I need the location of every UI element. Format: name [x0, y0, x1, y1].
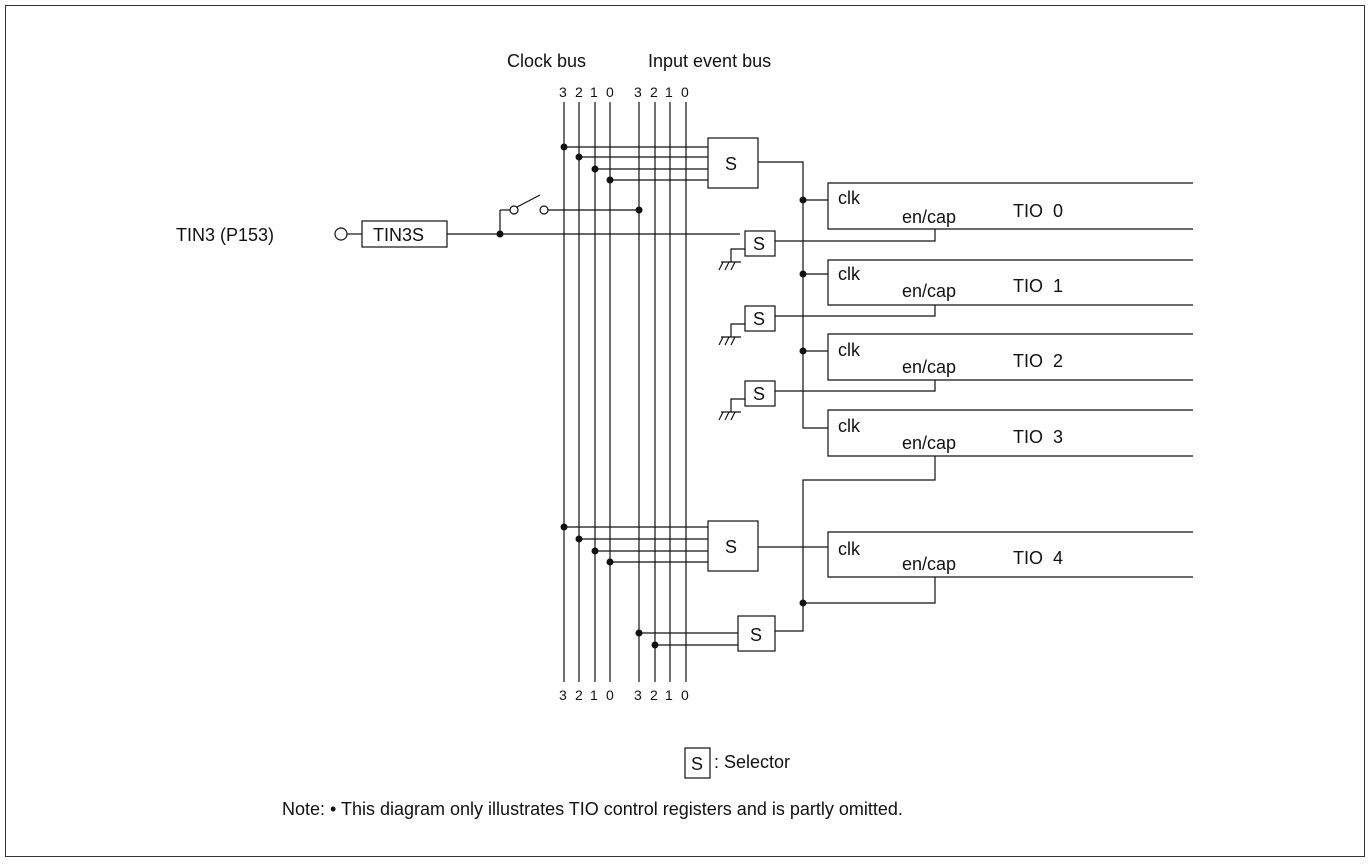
- selector-label: S: [750, 625, 762, 645]
- tio-block-0: clk en/cap TIO 0: [827, 182, 1193, 230]
- tio3-event-line: [775, 456, 936, 632]
- bus-bit: 3: [559, 84, 567, 100]
- selector-label: S: [725, 154, 737, 174]
- tio-en-label: en/cap: [902, 281, 956, 301]
- clock-selector-top: [707, 137, 759, 189]
- bottom-bus-numbers: 3 2 1 0 3 2 1 0: [559, 687, 689, 703]
- bus-bit: 0: [681, 687, 689, 703]
- tio-block-2: clk en/cap TIO 2: [827, 333, 1193, 381]
- tio-clk-label: clk: [838, 188, 861, 208]
- tio-name: TIO 1: [1013, 276, 1063, 296]
- bus-bit: 0: [606, 687, 614, 703]
- legend-selector-symbol: [684, 747, 711, 779]
- bus-bit: 3: [634, 687, 642, 703]
- bus-bit: 3: [634, 84, 642, 100]
- bus-bit: 2: [650, 687, 658, 703]
- bus-bit: 2: [650, 84, 658, 100]
- clock-bus-lines: [563, 102, 611, 682]
- tio-block-1: clk en/cap TIO 1: [827, 259, 1193, 306]
- input-pin-icon: [334, 227, 348, 241]
- tio-name: TIO 2: [1013, 351, 1063, 371]
- diagram-note: Note: • This diagram only illustrates TI…: [282, 799, 903, 819]
- en-selector-0: S: [718, 229, 936, 271]
- tio-clk-label: clk: [838, 340, 861, 360]
- tio-en-label: en/cap: [902, 433, 956, 453]
- tio-en-label: en/cap: [902, 357, 956, 377]
- bus-bit: 1: [590, 687, 598, 703]
- en-selector-2: S: [718, 380, 936, 421]
- legend-text: : Selector: [714, 752, 790, 772]
- bus-bit: 1: [665, 84, 673, 100]
- tio-name: TIO 0: [1013, 201, 1063, 221]
- bus-bit: 2: [575, 687, 583, 703]
- input-event-bus-lines: [638, 102, 687, 682]
- selector-label: S: [753, 234, 765, 254]
- tin3s-label: TIN3S: [373, 225, 424, 245]
- top-bus-numbers: 3 2 1 0 3 2 1 0: [559, 84, 689, 100]
- tio-en-label: en/cap: [902, 207, 956, 227]
- tio-en-label: en/cap: [902, 554, 956, 574]
- bus-bit: 1: [590, 84, 598, 100]
- tio-block-4: clk en/cap TIO 4: [827, 531, 1193, 578]
- selector-label: S: [753, 384, 765, 404]
- selector-label: S: [725, 537, 737, 557]
- bus-bit: 0: [681, 84, 689, 100]
- tio-clk-label: clk: [838, 539, 861, 559]
- bus-bit: 1: [665, 687, 673, 703]
- tin3-pin-label: TIN3 (P153): [176, 225, 274, 245]
- clock-selector-bottom: [707, 520, 759, 572]
- bus-bit: 3: [559, 687, 567, 703]
- en-selector-1: S: [718, 305, 936, 346]
- legend-symbol-label: S: [691, 754, 703, 774]
- input-event-bus-title: Input event bus: [648, 51, 771, 71]
- switch-icon: [509, 205, 519, 215]
- tio-name: TIO 4: [1013, 548, 1063, 568]
- diagram-frame: [5, 5, 1365, 857]
- bus-bit: 2: [575, 84, 583, 100]
- clock-bus-title: Clock bus: [507, 51, 586, 71]
- selector-label: S: [753, 309, 765, 329]
- tio-block-3: clk en/cap TIO 3: [827, 409, 1193, 457]
- bus-bit: 0: [606, 84, 614, 100]
- tio-name: TIO 3: [1013, 427, 1063, 447]
- tio-clk-label: clk: [838, 264, 861, 284]
- tio-clk-label: clk: [838, 416, 861, 436]
